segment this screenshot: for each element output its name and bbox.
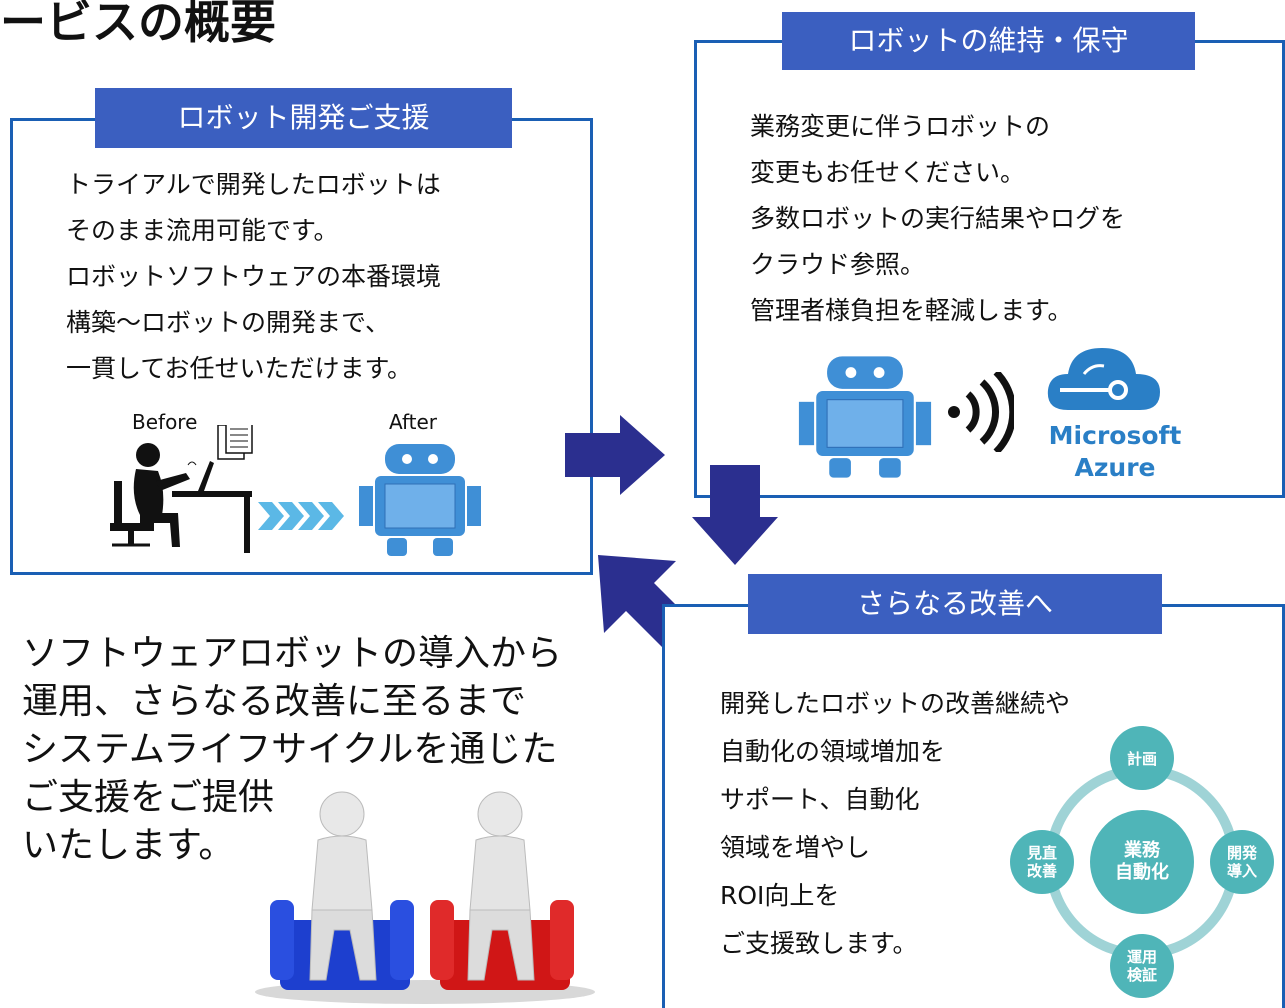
wireless-signal-icon <box>948 372 1014 452</box>
azure-brand-text: Microsoft Azure <box>1040 420 1190 484</box>
cycle-text: 導入 <box>1226 862 1257 880</box>
arrow-right-icon <box>565 415 665 495</box>
pdca-cycle-diagram <box>1010 726 1274 998</box>
cycle-text: 検証 <box>1126 966 1157 984</box>
summary-line: ソフトウェアロボットの導入から <box>22 633 563 674</box>
text-line: 変更もお任せください。 <box>750 158 1026 187</box>
text-line: 構築～ロボットの開発まで、 <box>66 308 391 337</box>
summary-line: 運用、さらなる改善に至るまで <box>22 681 527 722</box>
page-title: ービスの概要 <box>0 0 276 49</box>
panel-robot-development-text: トライアルで開発したロボットは そのまま流用可能です。 ロボットソフトウェアの本… <box>66 162 441 392</box>
text-line: 開発したロボットの改善継続や <box>720 689 1071 718</box>
text-line: ロボットソフトウェアの本番環境 <box>66 262 442 291</box>
cycle-plan-label: 計画 <box>1112 750 1172 768</box>
summary-line: システムライフサイクルを通じた <box>22 729 558 770</box>
text-line: 一貫してお任せいただけます。 <box>66 354 413 383</box>
panel-robot-development-label: ロボット開発ご支援 <box>95 88 512 148</box>
cycle-center-label: 業務 自動化 <box>1092 840 1192 884</box>
summary-line: いたします。 <box>22 825 235 866</box>
cycle-text: 計画 <box>1126 750 1157 768</box>
text-line: 多数ロボットの実行結果やログを <box>750 204 1126 233</box>
cycle-text: 改善 <box>1026 862 1057 880</box>
cycle-operate-label: 運用 検証 <box>1112 948 1172 984</box>
text-line: 領域を増やし <box>720 833 871 862</box>
panel-further-improvement-label: さらなる改善へ <box>748 574 1162 634</box>
panel-further-improvement-text: 開発したロボットの改善継続や 自動化の領域増加を サポート、自動化 領域を増やし… <box>720 680 1070 968</box>
text-line: サポート、自動化 <box>720 785 920 814</box>
text-line: クラウド参照。 <box>750 250 926 279</box>
text-line: 業務変更に伴うロボットの <box>750 112 1051 141</box>
text-line: ROI向上を <box>720 881 840 910</box>
panel-robot-development <box>10 118 593 575</box>
cycle-text: 業務 <box>1124 840 1160 861</box>
chevrons-arrow-icon <box>258 502 344 530</box>
text-line: トライアルで開発したロボットは <box>66 170 441 199</box>
summary-line: ご支援をご提供 <box>22 777 275 818</box>
text-line: そのまま流用可能です。 <box>66 216 339 245</box>
cycle-text: 自動化 <box>1115 862 1169 883</box>
office-worker-icon <box>110 425 253 553</box>
panel-robot-maintenance-label: ロボットの維持・保守 <box>782 12 1195 70</box>
panel-robot-maintenance-text: 業務変更に伴うロボットの 変更もお任せください。 多数ロボットの実行結果やログを… <box>750 104 1125 334</box>
text-line: 自動化の領域増加を <box>720 737 946 766</box>
text-line: ご支援致します。 <box>720 929 918 958</box>
azure-cloud-icon <box>1047 348 1160 410</box>
robot-icon <box>359 444 481 556</box>
after-label: After <box>389 410 438 434</box>
cycle-review-label: 見直 改善 <box>1012 844 1072 880</box>
cycle-text: 開発 <box>1226 844 1257 862</box>
cycle-text: 見直 <box>1026 844 1057 862</box>
azure-brand-line: Microsoft <box>1048 421 1182 450</box>
before-label: Before <box>132 410 198 434</box>
consultation-illustration <box>255 791 595 1004</box>
cycle-develop-label: 開発 導入 <box>1212 844 1272 880</box>
cycle-text: 運用 <box>1126 948 1157 966</box>
summary-text: ソフトウェアロボットの導入から 運用、さらなる改善に至るまで システムライフサイ… <box>22 630 562 870</box>
arrow-down-icon <box>692 465 778 565</box>
azure-brand-line: Azure <box>1074 453 1156 482</box>
text-line: 管理者様負担を軽減します。 <box>750 296 1073 325</box>
robot-icon <box>798 356 932 478</box>
